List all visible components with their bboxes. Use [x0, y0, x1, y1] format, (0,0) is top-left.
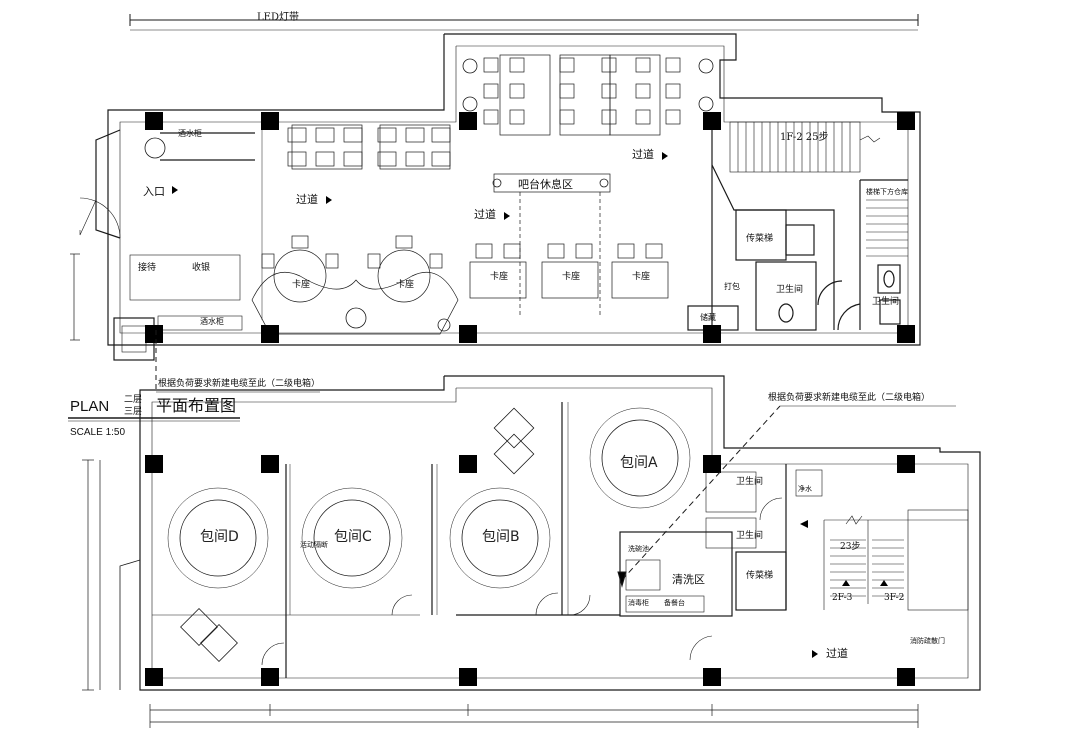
dish-sink-label: 洗碗池 — [628, 545, 649, 553]
reception-label: 接待 — [138, 263, 157, 273]
scale-label: SCALE 1:50 — [70, 427, 126, 438]
title-underline — [68, 417, 240, 422]
water-bar-label: 酒水柜 — [178, 129, 202, 138]
water-bar-label-2: 酒水柜 — [200, 317, 224, 326]
stair-3f-2-label: 3F-2 — [884, 593, 905, 603]
floor3-stair — [830, 515, 904, 604]
floor3-columns — [145, 455, 915, 686]
cashier-label: 收银 — [192, 263, 211, 273]
washroom-label-floor2-1: 卫生间 — [776, 285, 804, 295]
dumbwaiter-label-floor3: 传菜梯 — [746, 571, 774, 581]
floor2-columns — [145, 112, 915, 343]
led-strip-label: LED灯带 — [257, 12, 299, 23]
booth-label-3: 卡座 — [490, 272, 509, 282]
floor2-tables — [251, 54, 681, 335]
storage-label: 储藏 — [700, 313, 716, 322]
stair-storage-label: 楼梯下方仓库 — [866, 188, 908, 196]
corridor-label-2: 过道 — [474, 208, 496, 221]
stair-steps-label: 23步 — [840, 542, 861, 552]
floor3-round-tables — [167, 407, 691, 589]
water-purifier-label: 净水 — [798, 485, 812, 493]
room-c-label: 包间C — [334, 529, 372, 545]
floor-3-label: 三层 — [124, 407, 143, 417]
folding-screen-label: 活动隔断 — [300, 541, 328, 549]
washroom-label-floor2-2: 卫生间 — [872, 297, 900, 307]
prep-counter-label: 备餐台 — [664, 599, 685, 607]
top-dimension-line — [129, 14, 919, 31]
room-a-label: 包间A — [620, 455, 658, 471]
booth-label-4: 卡座 — [562, 272, 581, 282]
stair-label-floor2: 1F-2 25步 — [780, 132, 829, 143]
washroom-label-floor3-2: 卫生间 — [736, 531, 764, 541]
plan-title-cn: 平面布置图 — [156, 396, 237, 415]
sterilizer-label: 消毒柜 — [628, 599, 649, 607]
left-dimension-line — [70, 253, 101, 691]
washroom-label-floor3-1: 卫生间 — [736, 477, 764, 487]
packing-label: 打包 — [724, 282, 740, 291]
floor3-walls — [119, 375, 981, 691]
floor2-plants — [144, 58, 714, 339]
direction-arrows — [172, 152, 888, 658]
room-b-label: 包间B — [482, 529, 520, 545]
stair-2f-3-label: 2F-3 — [832, 593, 853, 603]
booth-label-2: 卡座 — [396, 280, 415, 290]
lounge-label: 吧台休息区 — [518, 178, 573, 191]
prep-area-label: 清洗区 — [672, 573, 705, 586]
booth-label-5: 卡座 — [632, 272, 651, 282]
entrance-label: 入口 — [143, 185, 165, 198]
fire-door-label: 消防疏散门 — [910, 637, 945, 645]
elec-note-floor3: 根据负荷要求新建电缆至此（二级电箱） — [768, 393, 931, 403]
elec-note-floor2: 根据负荷要求新建电缆至此（二级电箱） — [158, 379, 321, 389]
bottom-dimension-line — [149, 704, 919, 728]
booth-label-1: 卡座 — [292, 280, 311, 290]
floor2-stair — [729, 121, 908, 257]
plan-label: PLAN — [70, 398, 110, 415]
floor3-square-tables — [180, 407, 535, 662]
floor2-elec-leader — [155, 330, 320, 393]
corridor-label-floor3: 过道 — [826, 647, 848, 660]
corridor-label-3: 过道 — [632, 148, 654, 161]
floor3-doors — [261, 497, 783, 666]
dumbwaiter-label-floor2: 传菜梯 — [746, 234, 774, 244]
room-d-label: 包间D — [200, 529, 239, 545]
floor-2-label: 二层 — [124, 395, 143, 405]
corridor-label-1: 过道 — [296, 193, 318, 206]
floor3-elec-leader — [617, 405, 956, 588]
